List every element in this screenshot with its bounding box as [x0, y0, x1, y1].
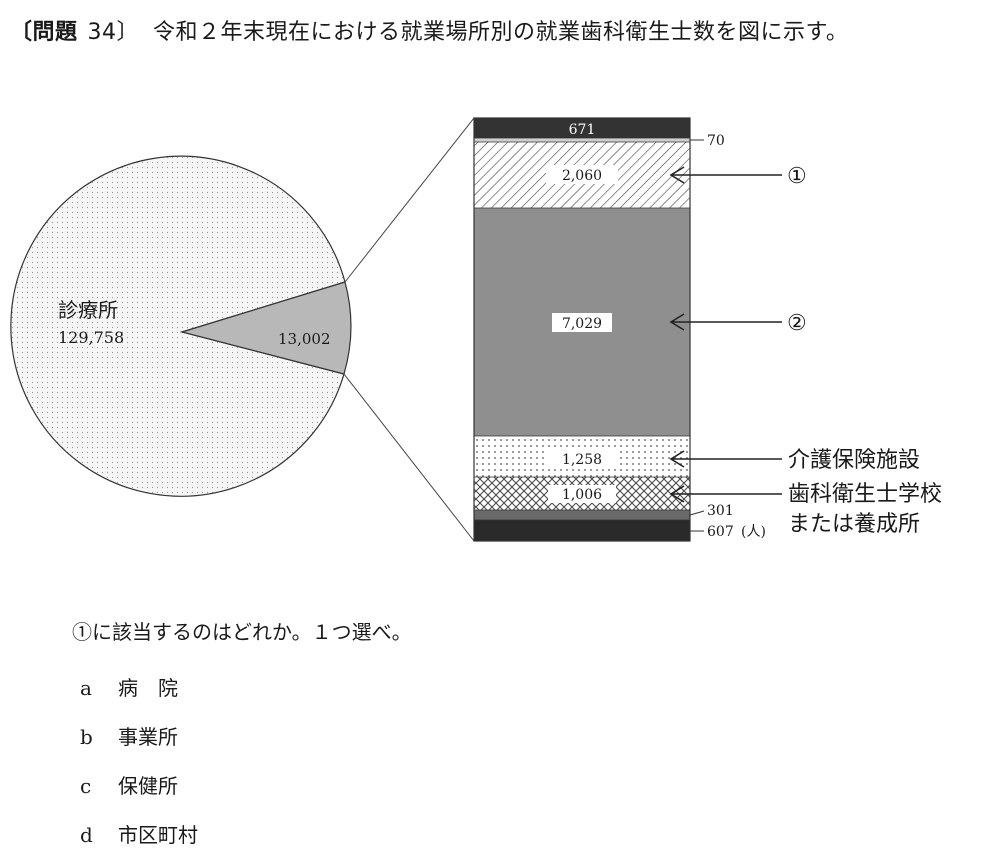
- unit-label: (人): [741, 524, 766, 540]
- callout-1: ①: [787, 164, 807, 189]
- distribution-figure: 診療所 129,758 13,002 671 2,060 7,029 1,258…: [10, 117, 942, 542]
- question-prompt: ①に該当するのはどれか。１つ選べ。: [72, 620, 412, 644]
- option-letter: b: [80, 725, 93, 749]
- bar-frame: [473, 117, 691, 542]
- option-letter: c: [80, 774, 92, 798]
- option-d[interactable]: d 市区町村: [80, 819, 198, 848]
- bar-label-301: 301: [707, 503, 734, 519]
- bar-seg-671: [474, 118, 690, 138]
- bar-label-7029: 7,029: [562, 316, 602, 332]
- option-text: 病 院: [118, 676, 178, 700]
- question-header: 〔問題 34〕令和２年末現在における就業場所別の就業歯科衛生士数を図に示す。: [10, 14, 848, 46]
- pie-main-label: 診療所: [58, 298, 118, 322]
- option-letter: d: [80, 823, 93, 847]
- callout-arrows: [669, 166, 782, 503]
- question-label: 〔問題: [10, 20, 78, 45]
- pie-main-value: 129,758: [58, 328, 124, 347]
- connector-top: [344, 117, 475, 283]
- pie-slice-main: [10, 155, 346, 497]
- callout-school-line1: 歯科衛生士学校: [788, 482, 942, 507]
- option-text: 保健所: [118, 774, 178, 798]
- pie-slice-other: [179, 281, 352, 375]
- question-number: 34〕: [87, 20, 140, 45]
- bar-seg-301: [474, 510, 690, 520]
- option-letter: a: [80, 676, 92, 700]
- option-b[interactable]: b 事業所: [80, 721, 178, 750]
- bar-label-1258: 1,258: [562, 452, 602, 468]
- option-c[interactable]: c 保健所: [80, 770, 178, 799]
- callout-2: ②: [787, 311, 807, 336]
- callout-school-line2: または養成所: [788, 512, 920, 537]
- callout-care-facility: 介護保険施設: [788, 448, 920, 473]
- bar-label-1006: 1,006: [562, 487, 602, 503]
- connector-bottom: [343, 373, 475, 542]
- option-text: 事業所: [118, 725, 178, 749]
- pie-slice-value: 13,002: [278, 330, 331, 348]
- bar-seg-70: [474, 138, 690, 142]
- bar-label-607: 607: [707, 524, 734, 540]
- bar-label-2060: 2,060: [562, 168, 602, 184]
- option-text: 市区町村: [118, 823, 198, 847]
- bar-seg-607: [474, 520, 690, 541]
- question-stem: 令和２年末現在における就業場所別の就業歯科衛生士数を図に示す。: [153, 20, 849, 45]
- bar-label-70: 70: [707, 133, 725, 149]
- bar-label-671: 671: [569, 122, 596, 138]
